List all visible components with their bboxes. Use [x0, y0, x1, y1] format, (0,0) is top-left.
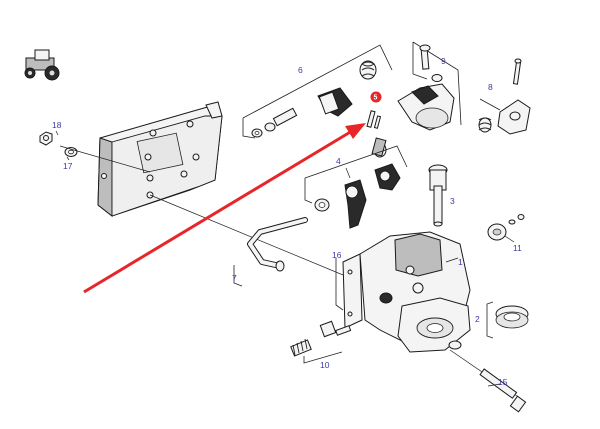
bolt-spring-part-10: [290, 320, 352, 357]
latch-assembly-4: [314, 163, 401, 229]
hitch-body-part-1: [342, 231, 471, 353]
bolt-part-15: [449, 349, 527, 413]
coupling-pin-part-3: [428, 164, 448, 227]
label-10: 10: [320, 360, 330, 370]
group-bracket-9: [412, 41, 462, 126]
label-6: 6: [298, 65, 303, 75]
group-bracket-6: [242, 44, 393, 139]
label-15: 15: [498, 377, 508, 387]
label-3: 3: [450, 196, 455, 206]
bushing-part-2: [495, 305, 529, 329]
label-16: 16: [332, 250, 342, 260]
label-2: 2: [475, 314, 480, 324]
highlight-arrow: [83, 123, 366, 294]
label-17: 17: [63, 161, 73, 171]
release-handle-part-7: [247, 217, 308, 272]
pin-assembly-6: [251, 60, 377, 138]
label-4: 4: [336, 156, 341, 166]
nut-part-18: [39, 131, 53, 146]
mounting-plate: [97, 101, 223, 218]
highlight-badge: [370, 91, 382, 103]
label-7: 7: [232, 273, 237, 283]
label-11: 11: [513, 243, 522, 253]
label-8: 8: [488, 82, 493, 92]
label-18: 18: [52, 120, 62, 130]
label-1: 1: [458, 257, 463, 267]
lever-housing-9: [397, 44, 455, 131]
spring-pin-part-5: [366, 110, 387, 158]
label-5: 5: [374, 95, 378, 102]
knob-part-11: [487, 214, 525, 241]
label-9: 9: [441, 56, 446, 66]
group-bracket-4: [304, 145, 408, 204]
tractor-icon: [24, 49, 60, 81]
lever-assembly-8: [478, 58, 531, 135]
